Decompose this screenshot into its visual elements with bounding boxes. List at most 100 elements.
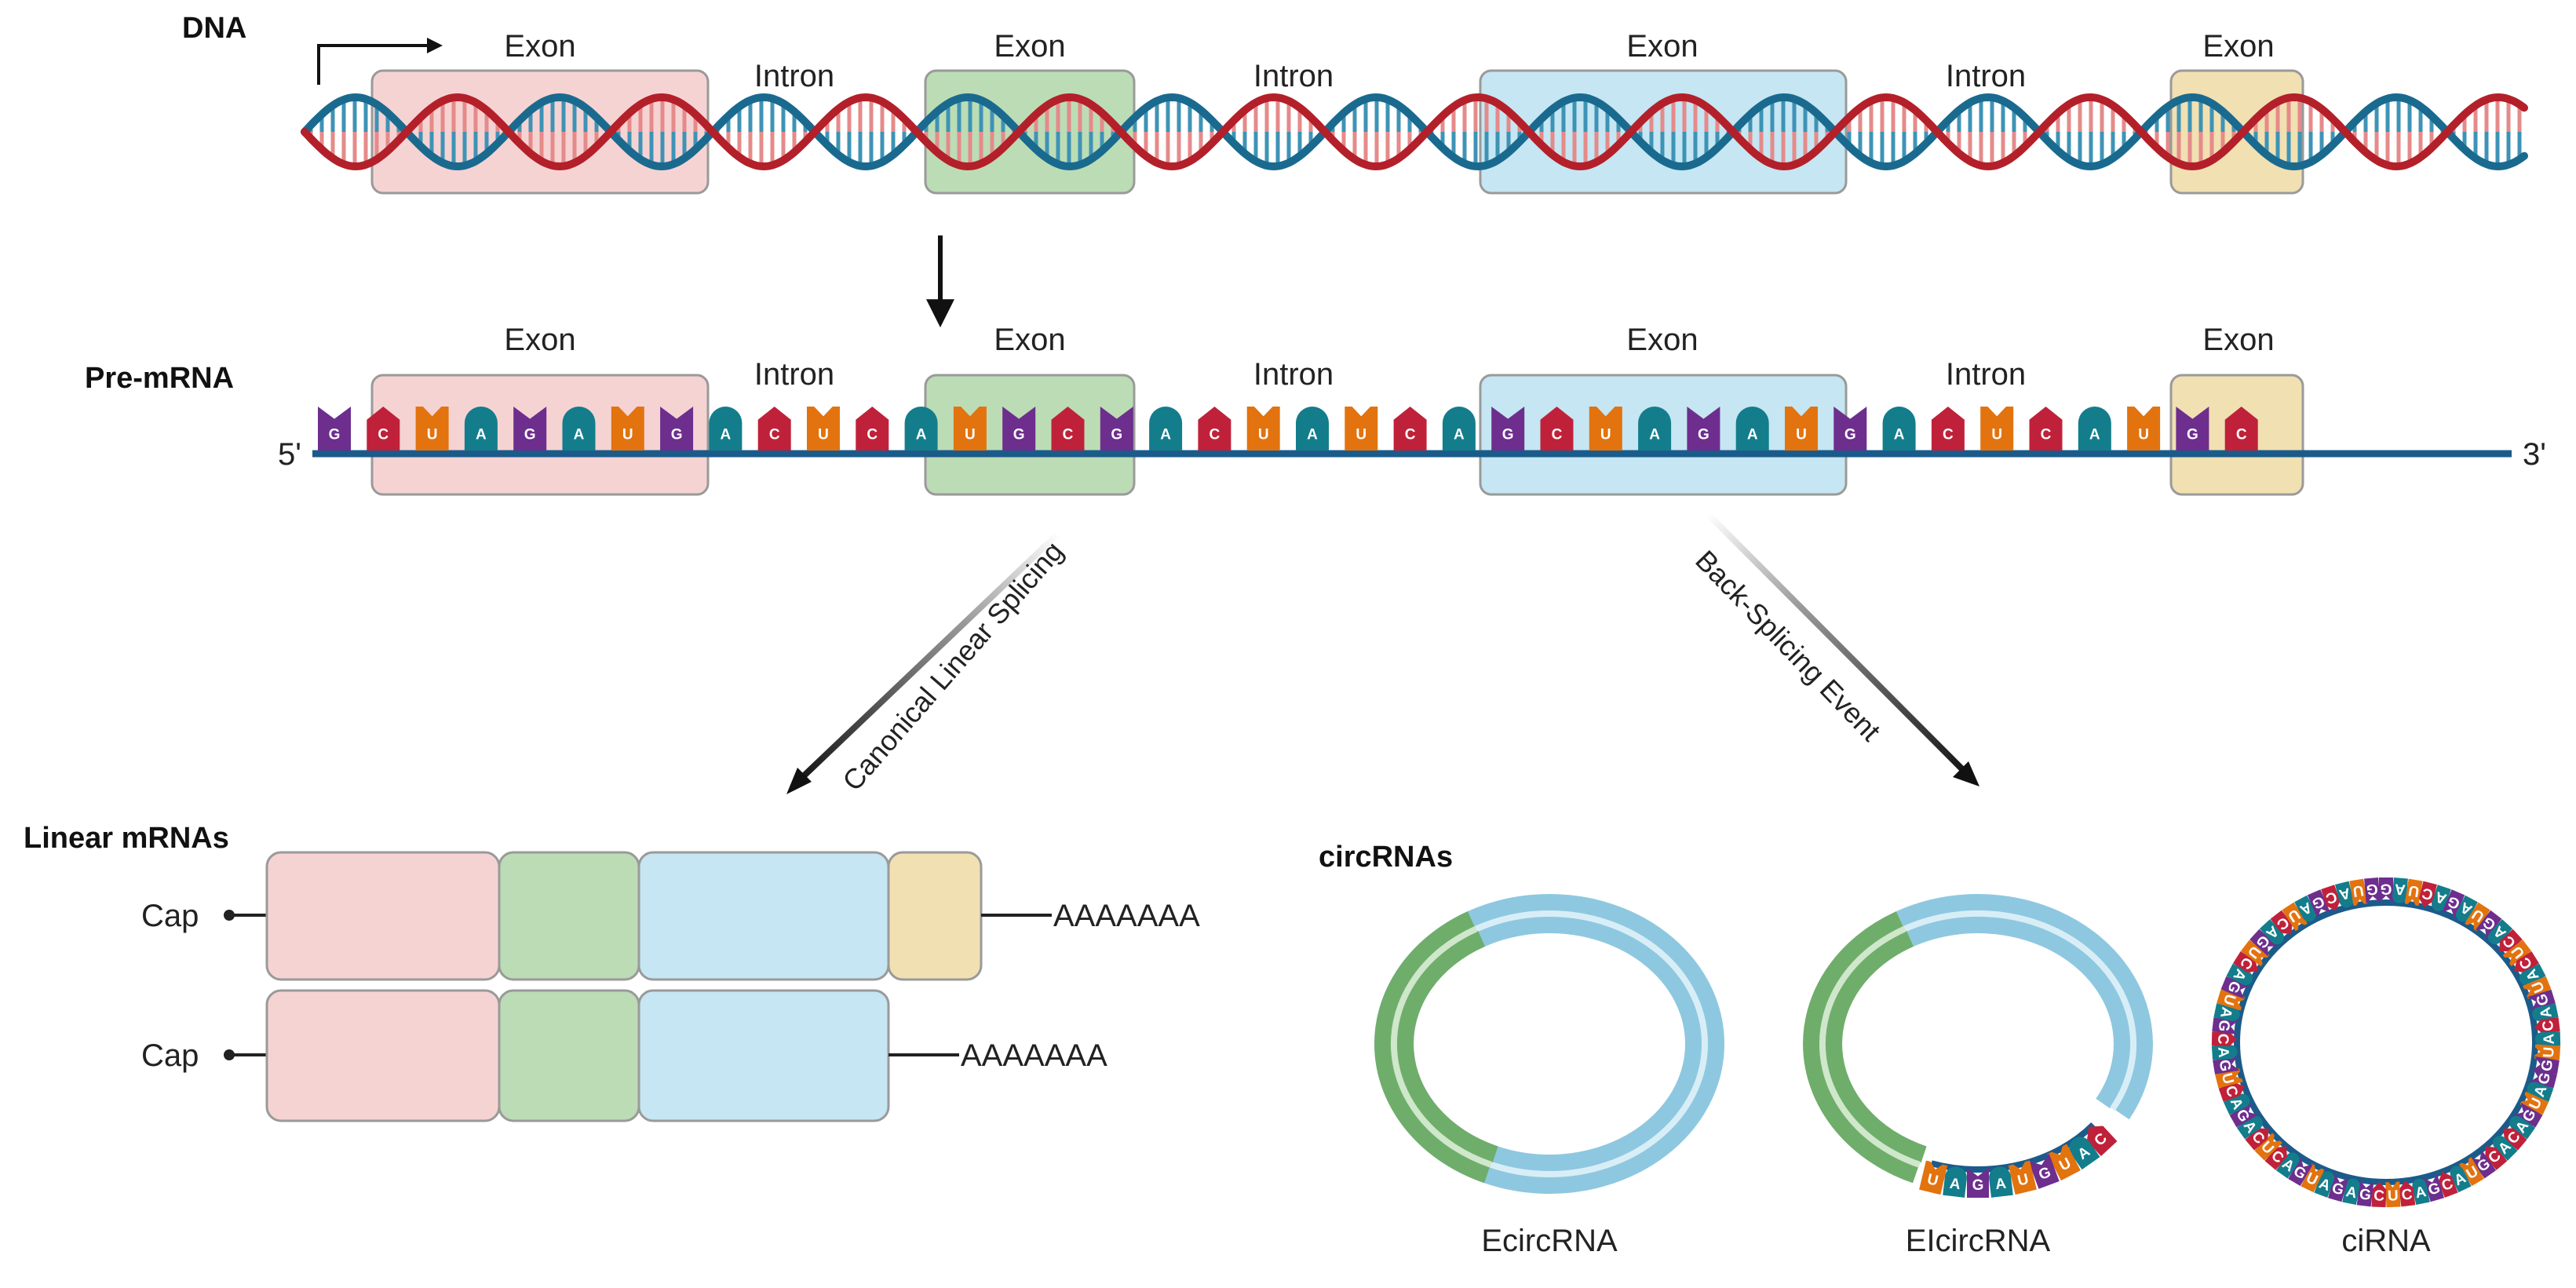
nucleotide-G: G (1687, 407, 1720, 451)
nucleotide-A: A (2432, 885, 2451, 911)
svg-text:A: A (2394, 880, 2406, 897)
nucleotide-G: G (1002, 407, 1036, 451)
nucleotide-A: A (2069, 1137, 2100, 1170)
dna-intron-2-label: Intron (1253, 59, 1334, 93)
eicircrna-label: EIcircRNA (1906, 1224, 2051, 1258)
nucleotide-G: G (1833, 407, 1867, 451)
canonical-splicing-arrowhead (786, 768, 812, 794)
canonical-splicing-label: Canonical Linear Splicing (836, 535, 1069, 797)
nucleotide-A: A (1882, 407, 1916, 451)
pre-mrna-intron-1-label: Intron (754, 357, 834, 392)
svg-text:C: C (2373, 1188, 2385, 1205)
nucleotide-U: U (807, 407, 840, 451)
nucleotide-A: A (2342, 1178, 2360, 1206)
svg-text:G: G (2366, 880, 2378, 897)
nucleotide-G: G (513, 407, 547, 451)
nucleotide-C: C (2086, 1126, 2118, 1156)
svg-text:U: U (2220, 992, 2238, 1007)
linear-mrna-2-exon-1 (265, 989, 501, 1122)
svg-text:G: G (2215, 1019, 2233, 1032)
nucleotide-U: U (2215, 1068, 2243, 1089)
nucleotide-C: C (2224, 407, 2258, 451)
svg-text:C: C (2041, 426, 2052, 443)
nucleotide-A: A (2532, 1003, 2559, 1021)
svg-text:C: C (1063, 426, 1074, 443)
svg-text:U: U (2016, 1171, 2031, 1190)
nucleotide-A: A (2275, 1152, 2300, 1179)
nucleotide-G: G (2229, 1102, 2259, 1128)
back-splicing-arrow (1706, 512, 1972, 779)
svg-text:G: G (2534, 991, 2552, 1007)
nucleotide-U: U (2404, 878, 2423, 907)
nucleotide-A: A (2456, 895, 2478, 922)
three-prime-label: 3' (2523, 437, 2546, 472)
nucleotide-A: A (1989, 1166, 2013, 1198)
nucleotide-G: G (2028, 1153, 2060, 1189)
svg-text:A: A (2214, 1046, 2231, 1058)
svg-text:G: G (1502, 426, 1514, 443)
svg-text:A: A (1454, 426, 1465, 443)
nucleotide-C: C (2218, 1082, 2245, 1102)
svg-text:U: U (1796, 426, 1807, 443)
nucleotide-A: A (2450, 1166, 2472, 1193)
nucleotide-C: C (2270, 910, 2293, 935)
nucleotide-A: A (1943, 1166, 1967, 1198)
svg-text:U: U (2407, 881, 2421, 899)
ecircrna-label: EcircRNA (1481, 1224, 1618, 1258)
linear-mrnas-title: Linear mRNAs (24, 822, 229, 855)
svg-text:A: A (2344, 1184, 2359, 1202)
svg-text:A: A (1160, 426, 1171, 443)
svg-text:G: G (1111, 426, 1122, 443)
nucleotide-U: U (415, 407, 449, 451)
nucleotide-U: U (1785, 407, 1818, 451)
nucleotide-C: C (1931, 407, 1965, 451)
nucleotide-U: U (2385, 1181, 2401, 1208)
svg-text:G: G (524, 426, 536, 443)
svg-text:G: G (1844, 426, 1856, 443)
nucleotide-G: G (2356, 1180, 2374, 1207)
svg-text:G: G (1013, 426, 1025, 443)
svg-text:G: G (1972, 1177, 1984, 1194)
dna-intron-3-label: Intron (1946, 59, 2026, 93)
nucleotide-G: G (2176, 407, 2209, 451)
dna-exon-3-label: Exon (1626, 29, 1698, 64)
svg-text:U: U (965, 426, 976, 443)
nucleotide-U: U (2282, 902, 2308, 932)
nucleotide-A: A (1149, 407, 1183, 451)
svg-text:C: C (867, 426, 878, 443)
nucleotide-U: U (1246, 407, 1280, 451)
nucleotide-A: A (1442, 407, 1476, 451)
svg-text:A: A (1894, 426, 1905, 443)
svg-text:G: G (2426, 1180, 2442, 1199)
pre-mrna-exon-4-label: Exon (2202, 323, 2274, 357)
svg-text:U: U (1356, 426, 1366, 443)
nucleotide-G: G (2529, 1068, 2557, 1089)
svg-text:G: G (1698, 426, 1709, 443)
svg-text:U: U (818, 426, 829, 443)
pre-mrna-exon-1-label: Exon (504, 323, 575, 357)
nucleotide-U: U (611, 407, 644, 451)
svg-text:A: A (721, 426, 732, 443)
nucleotide-G: G (2212, 1017, 2239, 1034)
svg-text:G: G (671, 426, 683, 443)
nucleotide-A: A (2236, 1115, 2263, 1140)
dna-exon-2-label: Exon (994, 29, 1065, 64)
nucleotide-A: A (1735, 407, 1769, 451)
nucleotide-G: G (2213, 1056, 2240, 1075)
nucleotide-G: G (2220, 976, 2249, 999)
pre-mrna-exon-2-label: Exon (994, 323, 1065, 357)
svg-text:A: A (1307, 426, 1318, 443)
nucleotide-A: A (1296, 407, 1329, 451)
nucleotide-A: A (2412, 1178, 2430, 1206)
nucleotide-C: C (367, 407, 400, 451)
nucleotide-G: G (1100, 407, 1133, 451)
nucleotide-U: U (1980, 407, 2014, 451)
nucleotide-U: U (1589, 407, 1622, 451)
linear-mrna-2-exon-2 (498, 989, 640, 1122)
linear-mrna-1-exon-3 (637, 851, 890, 981)
linear-mrna-2: Cap AAAAAAA (141, 989, 1107, 1122)
nucleotide-G: G (2288, 1157, 2313, 1187)
